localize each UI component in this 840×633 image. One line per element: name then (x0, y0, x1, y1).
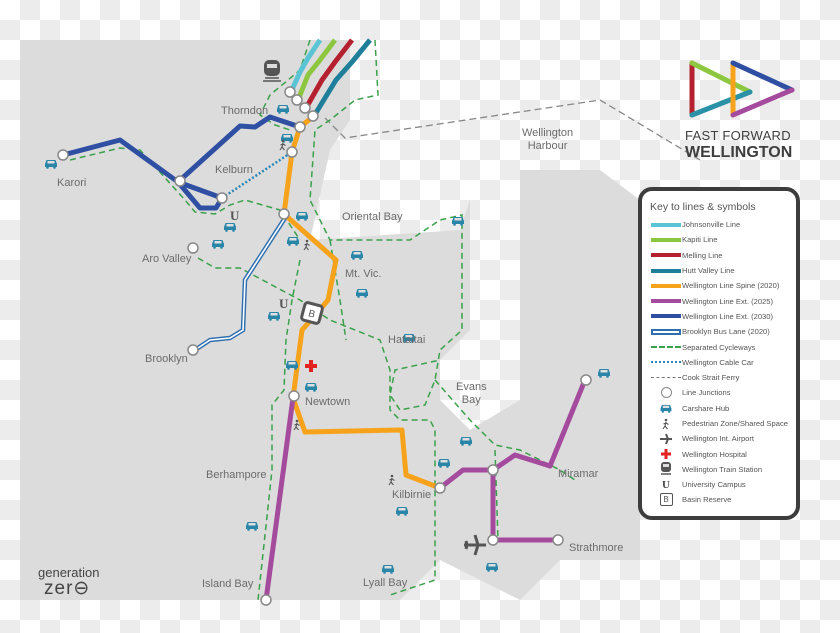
kapiti-swatch-icon (651, 237, 681, 242)
label-berhampore: Berhampore (206, 469, 267, 481)
kapiti-line (295, 38, 337, 101)
legend-johnsonville: Johnsonville Line (650, 217, 790, 232)
gz-line2: zer⊖ (44, 578, 91, 599)
hospital-cross-icon (661, 449, 671, 460)
land-mass (20, 40, 640, 600)
johnsonville-line (288, 38, 323, 94)
svg-text:B: B (307, 308, 317, 320)
hospital-cross-icon (305, 360, 317, 372)
label-karori: Karori (57, 177, 87, 189)
legend-pedestrian: Pedestrian Zone/Shared Space (650, 416, 790, 431)
label-evans-line1: Evans (456, 381, 487, 393)
basin-reserve-icon: B (300, 301, 324, 325)
legend-ferry: Cook Strait Ferry (650, 370, 790, 385)
legend-airport: Wellington Int. Airport (650, 431, 790, 446)
legend-junctions: Line Junctions (650, 385, 790, 400)
label-aro-valley: Aro Valley (142, 253, 192, 265)
label-lyall-bay: Lyall Bay (363, 577, 408, 589)
legend-spine-2020: Wellington Line Spine (2020) (650, 278, 790, 293)
svg-text:U: U (279, 296, 289, 311)
logo-line2: WELLINGTON (685, 144, 793, 161)
legend-cycleways: Separated Cycleways (650, 339, 790, 354)
train-icon (661, 462, 671, 476)
legend-ext-2030: Wellington Line Ext. (2030) (650, 309, 790, 324)
university-icon: U (662, 478, 670, 491)
ext-2025-swatch-icon (651, 299, 681, 304)
legend-title: Key to lines & symbols (650, 201, 756, 213)
logo-line1: FAST FORWARD (685, 128, 791, 143)
label-oriental-bay: Oriental Bay (342, 211, 403, 223)
cable-car-swatch-icon (651, 361, 681, 364)
generation-zero-logo: generation zer⊖ (38, 566, 99, 598)
ferry-route (324, 99, 701, 161)
legend-hospital: Wellington Hospital (650, 446, 790, 461)
ext-2030-swatch-icon (651, 314, 681, 319)
fast-forward-logo-mark (689, 60, 795, 118)
legend-carshare: Carshare Hub (650, 401, 790, 416)
ferry-swatch-icon (651, 377, 681, 379)
cycleway-swatch-icon (651, 346, 681, 349)
label-harbour-line2: Harbour (527, 140, 568, 152)
label-hataitai: Hataitai (388, 334, 426, 346)
gz-line1: generation (38, 565, 100, 580)
label-thorndon: Thorndon (221, 105, 269, 117)
label-kelburn: Kelburn (215, 164, 253, 176)
legend-train-station: Wellington Train Station (650, 462, 790, 477)
melling-line (303, 38, 354, 110)
label-harbour-line1: Wellington (522, 127, 574, 139)
johnsonville-swatch-icon (651, 222, 681, 227)
legend-cable-car: Wellington Cable Car (650, 355, 790, 370)
label-wellington-harbour: Wellington Harbour (522, 127, 573, 153)
legend-kapiti: Kapiti Line (650, 232, 790, 247)
melling-swatch-icon (651, 253, 681, 258)
car-icon (660, 405, 672, 414)
label-newtown: Newtown (305, 396, 351, 408)
legend-hutt-valley: Hutt Valley Line (650, 263, 790, 278)
legend-ext-2025: Wellington Line Ext. (2025) (650, 293, 790, 308)
line-junctions (57, 86, 592, 606)
university-icons: UU (230, 208, 289, 311)
label-strathmore: Strathmore (569, 542, 624, 554)
label-kilbirnie: Kilbirnie (392, 489, 432, 501)
label-evans-bay: Evans Bay (456, 381, 487, 407)
label-miramar: Miramar (558, 468, 599, 480)
label-mt-vic: Mt. Vic. (345, 268, 382, 280)
train-icon (263, 60, 281, 82)
map-legend: Key to lines & symbols Johnsonville Line… (638, 187, 800, 520)
junction-icon (660, 387, 672, 399)
cable-car-line (221, 150, 293, 200)
legend-brooklyn-bus: Brooklyn Bus Lane (2020) (650, 324, 790, 339)
pedestrian-icon (662, 417, 670, 430)
hutt-valley-swatch-icon (651, 268, 681, 273)
label-island-bay: Island Bay (202, 578, 254, 590)
label-brooklyn: Brooklyn (145, 353, 188, 365)
airplane-icon (464, 534, 486, 556)
bus-lane-swatch-icon (651, 328, 681, 335)
label-evans-line2: Bay (461, 394, 481, 406)
spine-swatch-icon (651, 283, 681, 288)
airplane-icon (660, 433, 672, 445)
basin-reserve-icon: B (659, 493, 673, 507)
legend-melling: Melling Line (650, 248, 790, 263)
hutt-valley-line (311, 38, 372, 118)
svg-text:U: U (230, 208, 240, 223)
